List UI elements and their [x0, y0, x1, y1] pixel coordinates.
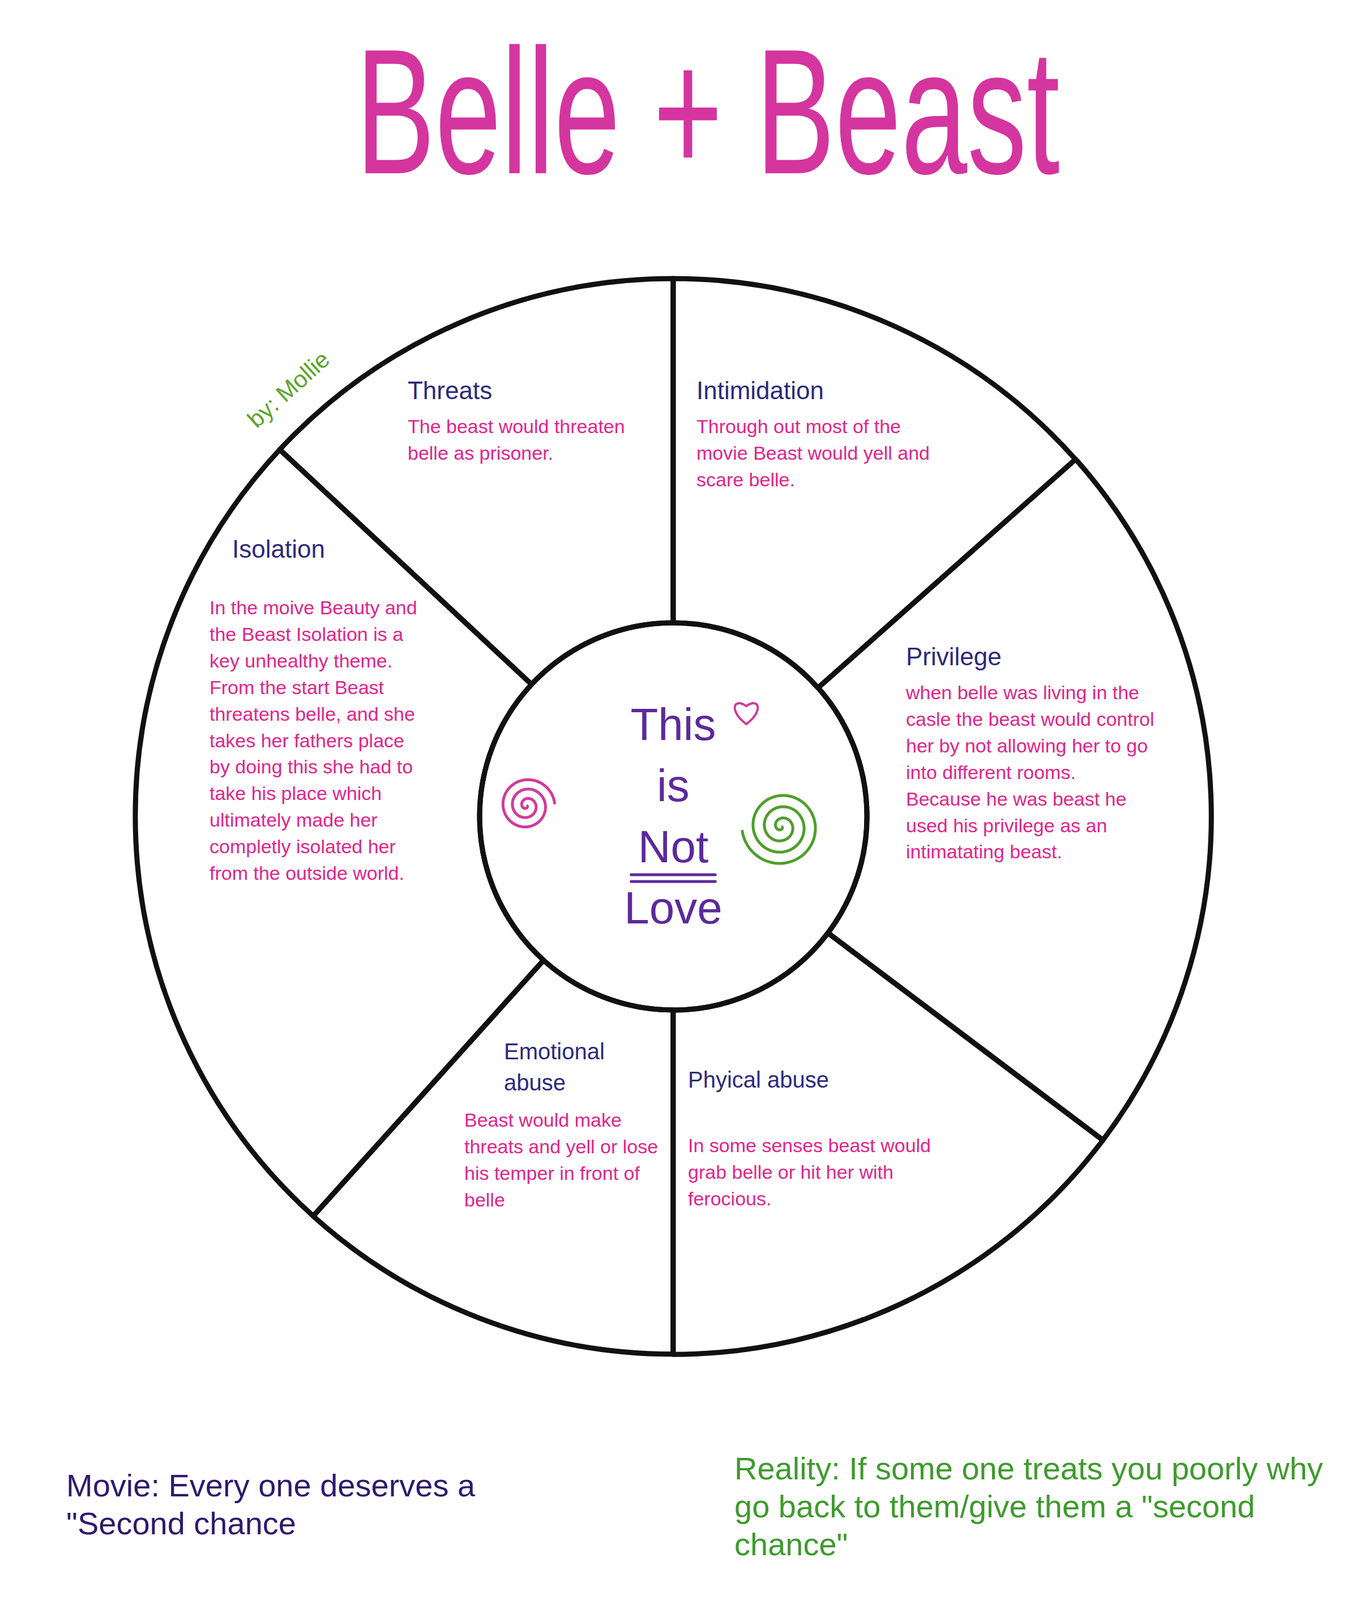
segment-text-box: Through out most of the movie Beast woul… [696, 413, 935, 494]
segment-heading-box: Isolation [232, 532, 363, 567]
segment-text: when belle was living in the casle the b… [905, 679, 1156, 866]
author-credit: by: Mollie [242, 345, 336, 434]
note-reality-box: Reality: If some one treats you poorly w… [734, 1449, 1335, 1564]
center-circle-outline [473, 617, 873, 1016]
segment-heading-box: Emotional abuse [503, 1036, 657, 1099]
segment-heading: Emotional abuse [503, 1036, 657, 1099]
author-credit-box: by: Mollie [242, 345, 336, 434]
segment-path [818, 459, 1212, 1141]
segment-text-box: In some senses beast would grab belle or… [687, 1132, 960, 1213]
segment-outline [128, 442, 551, 1224]
center-text: This is Not Love [623, 694, 722, 939]
title: Belle + Beast [226, 13, 1190, 211]
center-text-box: This is Not Love [473, 617, 873, 1016]
segment-path [673, 933, 1103, 1355]
segment-heading: Privilege [905, 639, 1076, 675]
wheel-segment: Isolation In the moive Beauty and the Bea… [128, 442, 551, 1224]
segment-text: Through out most of the movie Beast woul… [696, 413, 935, 494]
segment-heading: Isolation [232, 532, 363, 567]
segment-text: In the moive Beauty and the Beast Isolat… [209, 594, 420, 887]
segment-heading-box: Privilege [905, 639, 1076, 675]
segment-text-box: The beast would threaten belle as prison… [407, 413, 657, 467]
underline-stroke [631, 873, 716, 877]
segment-heading: Threats [407, 373, 652, 409]
note-movie-box: Movie: Every one deserves a "Second chan… [66, 1466, 576, 1543]
segment-text-box: when belle was living in the casle the b… [905, 679, 1156, 866]
segment-path [313, 960, 674, 1355]
segment-text: Beast would make threats and yell or los… [464, 1106, 660, 1214]
note-movie: Movie: Every one deserves a "Second chan… [66, 1466, 576, 1543]
heart-doodle [734, 703, 759, 725]
wheel-segment: Privilege when belle was living in the ca… [811, 452, 1218, 1147]
segment-heading: Intimidation [696, 373, 923, 409]
segment-heading-box: Threats [407, 373, 652, 409]
segment-heading: Phyical abuse [687, 1064, 836, 1096]
segment-path [673, 278, 1076, 688]
green-spiral [742, 795, 816, 864]
segment-text: In some senses beast would grab belle or… [687, 1132, 960, 1213]
segment-text-box: Beast would make threats and yell or los… [464, 1106, 660, 1214]
segment-outline [306, 953, 681, 1362]
segment-heading-box: Intimidation [696, 373, 923, 409]
title-box: Belle + Beast [226, 13, 1190, 211]
segment-heading-box: Phyical abuse [687, 1064, 836, 1096]
wheel-segment: Phyical abuse In some senses beast would … [666, 926, 1110, 1362]
pink-spiral [502, 779, 555, 828]
underline-stroke [631, 880, 716, 884]
segment-text-box: In the moive Beauty and the Beast Isolat… [209, 594, 420, 887]
wheel-segment: Emotional abuseBeast would make threats … [306, 953, 681, 1362]
center-circle: This is Not Love [473, 617, 873, 1016]
note-reality: Reality: If some one treats you poorly w… [734, 1449, 1335, 1564]
segment-text: The beast would threaten belle as prison… [407, 413, 657, 467]
